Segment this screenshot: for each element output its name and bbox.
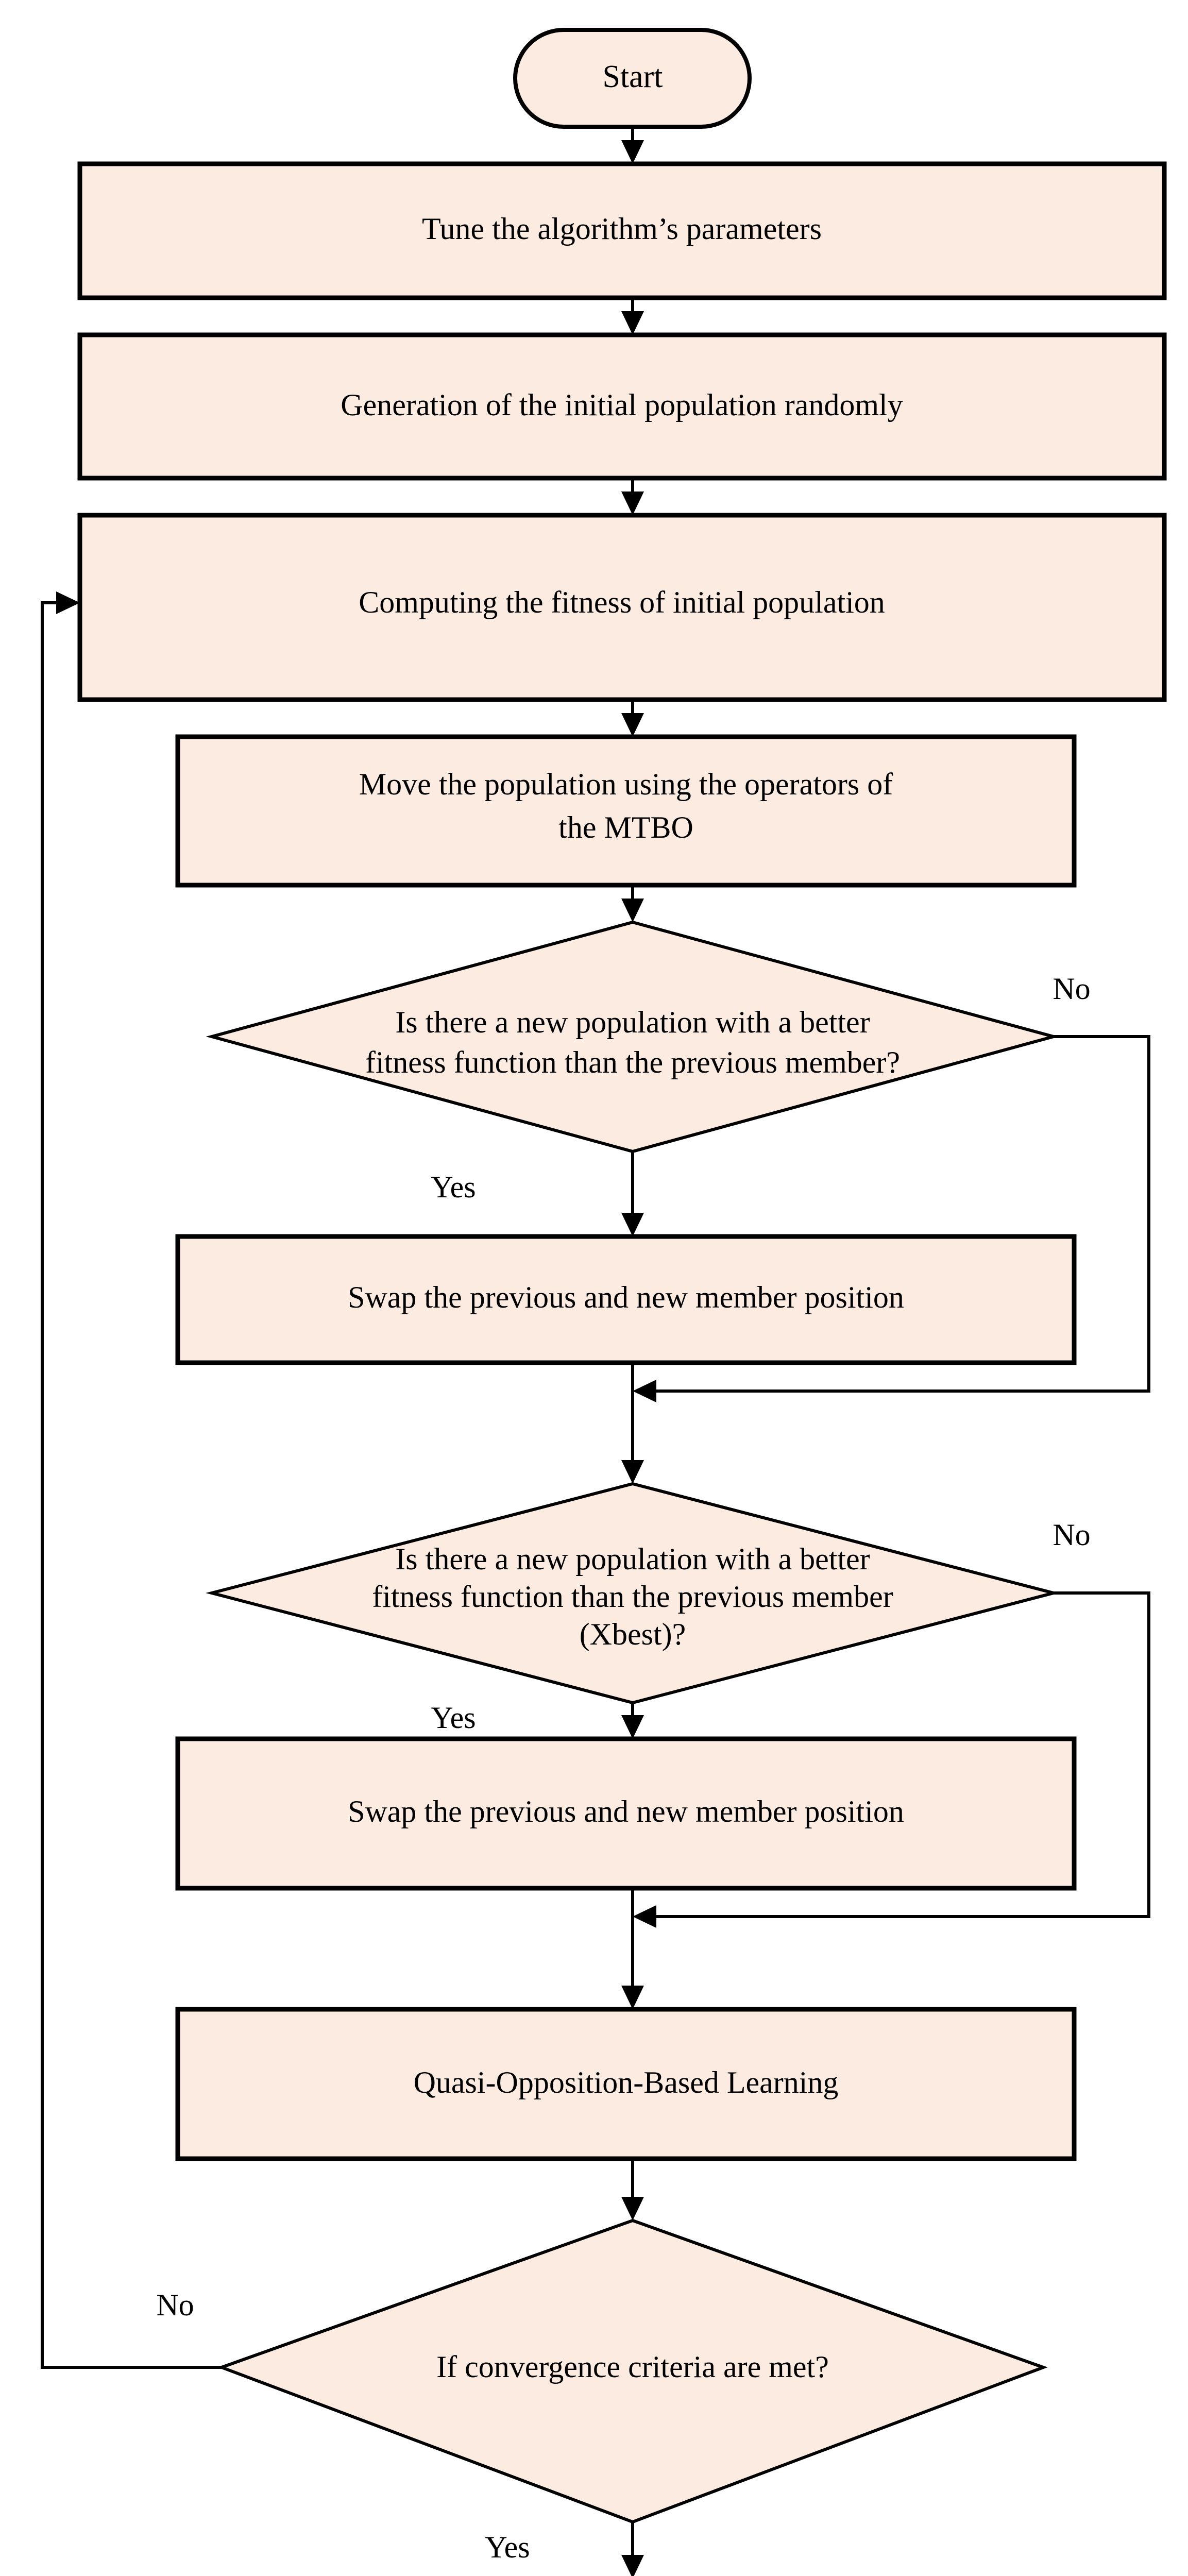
node-generate-population[interactable]: Generation of the initial population ran… <box>77 332 1167 481</box>
edge-label-decision2-no: No <box>1053 1518 1090 1552</box>
node-tune-parameters[interactable]: Tune the algorithm’s parameters <box>77 161 1167 300</box>
edge-swap1-to-decision2 <box>621 1363 644 1484</box>
node-generate-population-label: Generation of the initial population ran… <box>341 388 903 422</box>
node-swap-member-position-2[interactable]: Swap the previous and new member positio… <box>175 1736 1077 1891</box>
edge-move-to-decision1 <box>621 885 644 922</box>
node-swap-member-position-1[interactable]: Swap the previous and new member positio… <box>175 1234 1077 1365</box>
node-decision2-line2: fitness function than the previous membe… <box>372 1580 893 1614</box>
edge-decision2-yes-to-swap2 <box>621 1703 644 1739</box>
node-decision1-line1: Is there a new population with a better <box>395 1005 870 1039</box>
node-tune-parameters-label: Tune the algorithm’s parameters <box>422 212 822 246</box>
node-decision3-label: If convergence criteria are met? <box>436 2350 829 2384</box>
node-decision1-line2: fitness function than the previous membe… <box>365 1045 900 1079</box>
edge-qobl-to-decision3 <box>621 2159 644 2221</box>
node-quasi-opposition-learning[interactable]: Quasi-Opposition-Based Learning <box>175 2007 1077 2161</box>
edge-generate-to-compute <box>621 478 644 515</box>
node-decision-convergence[interactable]: If convergence criteria are met? <box>217 2218 1048 2524</box>
node-decision-better-fitness-1[interactable]: Is there a new population with a better … <box>206 920 1060 1154</box>
edge-decision1-no-branch <box>633 1035 1150 1402</box>
node-qobl-label: Quasi-Opposition-Based Learning <box>414 2065 839 2099</box>
node-decision-better-fitness-2[interactable]: Is there a new population with a better … <box>206 1482 1060 1705</box>
edge-decision3-yes-to-save <box>621 2522 644 2576</box>
edge-decision1-yes-to-swap1 <box>621 1151 644 1236</box>
node-decision2-line1: Is there a new population with a better <box>395 1542 870 1576</box>
node-move-population-line1: Move the population using the operators … <box>359 767 893 801</box>
edge-label-decision2-yes: Yes <box>431 1701 476 1735</box>
node-swap1-label: Swap the previous and new member positio… <box>348 1280 904 1314</box>
edge-compute-to-move <box>621 700 644 737</box>
edge-swap2-to-qobl <box>621 1888 644 2009</box>
node-decision2-line3: (Xbest)? <box>580 1617 686 1651</box>
edge-tune-to-generate <box>621 298 644 335</box>
node-start-label: Start <box>602 59 663 94</box>
node-swap2-label: Swap the previous and new member positio… <box>348 1794 904 1828</box>
edge-decision3-no-loopback <box>41 591 222 2369</box>
node-compute-fitness-label: Computing the fitness of initial populat… <box>359 585 885 619</box>
node-move-population-line2: the MTBO <box>558 810 693 844</box>
edge-label-decision1-no: No <box>1053 972 1090 1006</box>
node-compute-fitness[interactable]: Computing the fitness of initial populat… <box>77 513 1167 702</box>
edge-decision2-no-branch <box>633 1591 1150 1928</box>
edge-label-decision3-no: No <box>156 2288 194 2322</box>
node-start[interactable]: Start <box>513 28 752 129</box>
node-move-population[interactable]: Move the population using the operators … <box>175 734 1077 888</box>
edge-label-decision1-yes: Yes <box>431 1170 476 1204</box>
edge-label-decision3-yes: Yes <box>485 2530 530 2564</box>
edge-start-to-tune <box>621 127 644 164</box>
